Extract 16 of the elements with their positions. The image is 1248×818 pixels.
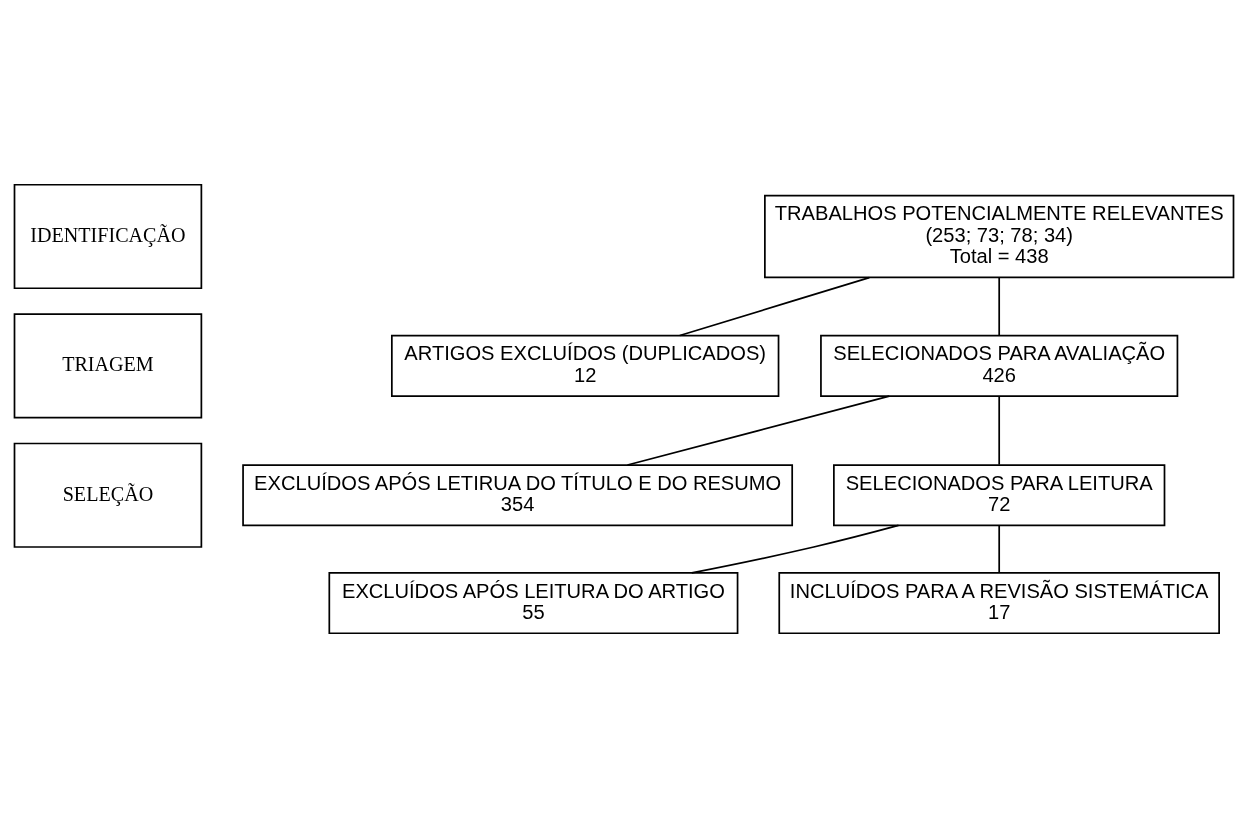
node-box: IDENTIFICAÇÃO bbox=[13, 183, 203, 290]
node-box: SELECIONADOS PARA LEITURA 72 bbox=[833, 464, 1166, 527]
node-box: EXCLUÍDOS APÓS LETIRUA DO TÍTULO E DO RESUMO 354 bbox=[242, 464, 794, 527]
connector bbox=[626, 395, 891, 466]
node-box: EXCLUÍDOS APÓS LEITURA DO ARTIGO 55 bbox=[328, 572, 739, 635]
node-box: INCLUÍDOS PARA A REVISÃO SISTEMÁTICA 17 bbox=[778, 572, 1220, 635]
connector bbox=[998, 277, 1001, 337]
node-box: SELEÇÃO bbox=[13, 442, 203, 548]
node-box: TRABALHOS POTENCIALMENTE RELEVANTES (253; 73; 78; 34) Total = 438 bbox=[764, 194, 1235, 279]
node-box: ARTIGOS EXCLUÍDOS (DUPLICADOS) 12 bbox=[390, 334, 780, 397]
node-box: SELECIONADOS PARA AVALIAÇÃO 426 bbox=[820, 334, 1179, 397]
connector bbox=[998, 395, 1001, 466]
connector bbox=[998, 525, 1001, 574]
node-box: TRIAGEM bbox=[13, 313, 203, 419]
connector bbox=[678, 276, 871, 337]
connector bbox=[690, 524, 900, 574]
